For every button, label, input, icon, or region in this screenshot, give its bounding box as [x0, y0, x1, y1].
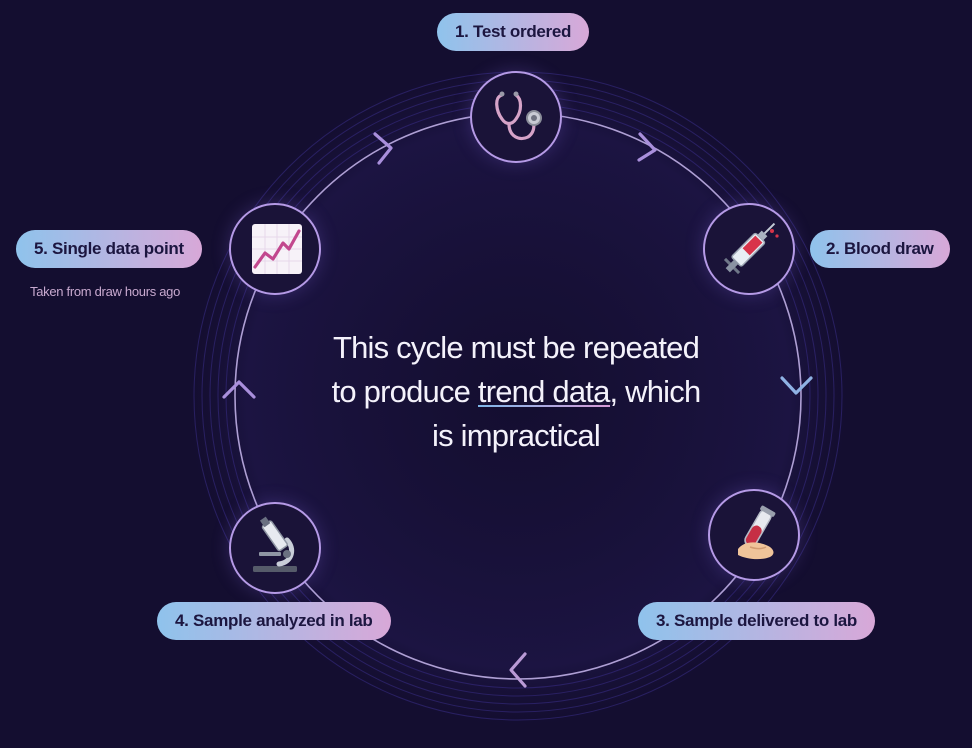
arrow-chevron	[509, 652, 527, 688]
center-message: This cycle must be repeated to produce t…	[276, 326, 756, 458]
step-2-label: 2. Blood draw	[810, 230, 950, 268]
microscope-icon	[253, 516, 297, 572]
step-4-label: 4. Sample analyzed in lab	[157, 602, 391, 640]
arrow-chevron	[373, 132, 393, 165]
center-line-2: to produce trend data, which	[276, 370, 756, 414]
syringe-icon	[723, 222, 779, 275]
step-4-node	[229, 502, 321, 594]
step-3-label: 3. Sample delivered to lab	[638, 602, 875, 640]
center-line-2-before: to produce	[331, 374, 478, 409]
center-line-1: This cycle must be repeated	[332, 330, 700, 365]
step-5-caption: Taken from draw hours ago	[30, 284, 181, 299]
step-5-node	[229, 203, 321, 295]
test-tube-hand-icon	[738, 505, 776, 560]
step-1-label: 1. Test ordered	[437, 13, 590, 51]
arrow-chevron	[222, 380, 256, 399]
arrow-chevron	[780, 376, 813, 395]
stethoscope-icon	[495, 91, 542, 141]
center-line-3: is impractical	[432, 418, 601, 453]
step-5-label: 5. Single data point	[16, 230, 202, 268]
chart-increasing-icon	[252, 224, 302, 274]
step-1-node	[470, 71, 562, 163]
step-3-node	[708, 489, 800, 581]
center-line-2-after: , which	[609, 374, 702, 409]
step-2-node	[703, 203, 795, 295]
trend-data-highlight: trend data	[477, 374, 610, 409]
direction-arrows	[222, 132, 813, 688]
arrow-chevron	[637, 132, 657, 162]
